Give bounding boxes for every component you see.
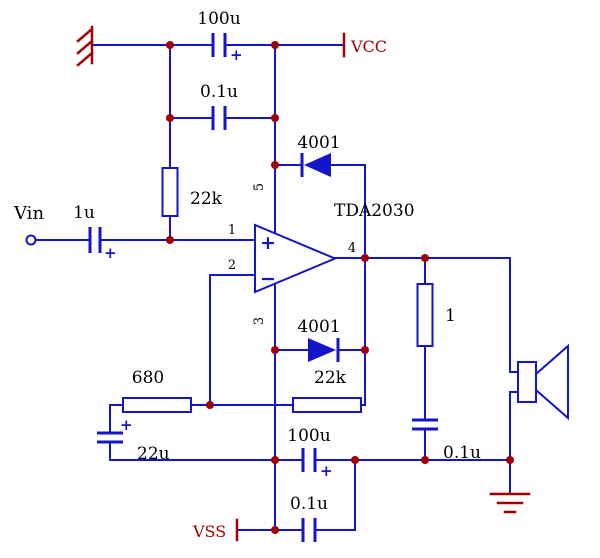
junction-dot [166,114,174,122]
wire-vcc-net [224,44,345,234]
diode-value-label: 4001 [297,317,340,337]
vss-bypass-cap-01u: 0.1u [290,494,328,542]
feedback-series-cap-22u: + 22u [97,416,170,464]
input-label: Vin [13,203,44,224]
input-coupling-cap-1u: 1u + [73,203,116,262]
inverting-input-mark: − [260,268,276,290]
speaker [517,343,569,421]
zobel-cap-01u: 0.1u [412,418,481,463]
junction-dot [271,161,279,169]
wire-inverting-input-net [209,274,256,406]
resistor-body [292,397,362,413]
polarity-plus-mark: + [104,244,117,262]
junction-dot [351,456,359,464]
junction-dot [421,254,429,262]
junction-dot [271,114,279,122]
wire-ground-top-net [91,44,214,241]
junction-dot [361,346,369,354]
feedback-resistor-680: 680 [122,368,192,413]
opamp-name-label: TDA2030 [334,201,415,221]
vss-label: VSS [192,522,226,541]
resistor-body [416,283,434,347]
junction-dot [506,456,514,464]
junction-dot [421,456,429,464]
speaker-horn-icon [535,343,569,421]
bottom-ground-symbol [489,492,531,514]
diode-triangle [304,153,331,177]
protection-diode-to-vss: 4001 [297,317,341,362]
vcc-bulk-cap-100u: 100u + [197,9,242,64]
resistor-body [122,397,192,413]
opamp-triangle [254,223,338,294]
resistor-value-label: 1 [445,306,456,326]
diode-triangle [308,338,336,362]
zobel-resistor-1ohm: 1 [416,283,456,347]
speaker-driver [517,361,537,403]
vcc-bypass-cap-01u: 0.1u [200,82,238,130]
junction-dots [166,41,514,534]
cap-value-label: 0.1u [443,443,481,463]
top-ground-symbol [76,25,94,67]
resistor-body [161,167,179,217]
vss-port: VSS [192,518,239,542]
earth-ground-icon [489,492,531,514]
cap-value-label: 22u [137,444,170,464]
pin3-label: 3 [252,317,267,325]
junction-dot [206,401,214,409]
vss-bulk-cap-100u: 100u + [287,426,332,480]
wiring [35,44,519,531]
junction-dot [166,41,174,49]
input-port: Vin [13,203,44,246]
wire-ground-bottom-net [314,391,519,531]
junction-dot [271,456,279,464]
junction-dot [166,236,174,244]
opamp-tda2030: + − TDA2030 1 2 4 5 3 [228,183,415,325]
cap-value-label: 1u [73,203,95,223]
wire-output-net [330,164,519,421]
wire-vss-net [237,283,309,531]
chassis-ground-icon [76,25,94,67]
resistor-value-label: 22k [190,189,223,209]
cap-value-label: 0.1u [290,494,328,514]
junction-dot [271,526,279,534]
noninverting-input-mark: + [260,232,276,254]
pin5-label: 5 [252,183,267,191]
junction-dot [271,41,279,49]
polarity-plus-mark: + [230,46,243,64]
junction-dot [361,254,369,262]
polarity-plus-mark: + [120,416,133,434]
input-terminal-icon [25,234,37,246]
pin1-label: 1 [228,223,236,238]
feedback-resistor-22k: 22k [292,368,362,413]
pin2-label: 2 [228,258,236,273]
pin4-label: 4 [348,241,356,256]
polarity-plus-mark: + [320,462,333,480]
protection-diode-to-vcc: 4001 [297,133,341,177]
bias-resistor-22k: 22k [161,167,223,217]
cap-value-label: 100u [287,426,330,446]
wire-feedback-net [109,404,304,461]
vcc-port: VCC [342,32,387,58]
cap-value-label: 0.1u [200,82,238,102]
diode-value-label: 4001 [297,133,340,153]
resistor-value-label: 680 [132,368,164,388]
cap-value-label: 100u [197,9,240,29]
vcc-label: VCC [350,37,387,56]
resistor-value-label: 22k [314,368,347,388]
junction-dot [271,346,279,354]
